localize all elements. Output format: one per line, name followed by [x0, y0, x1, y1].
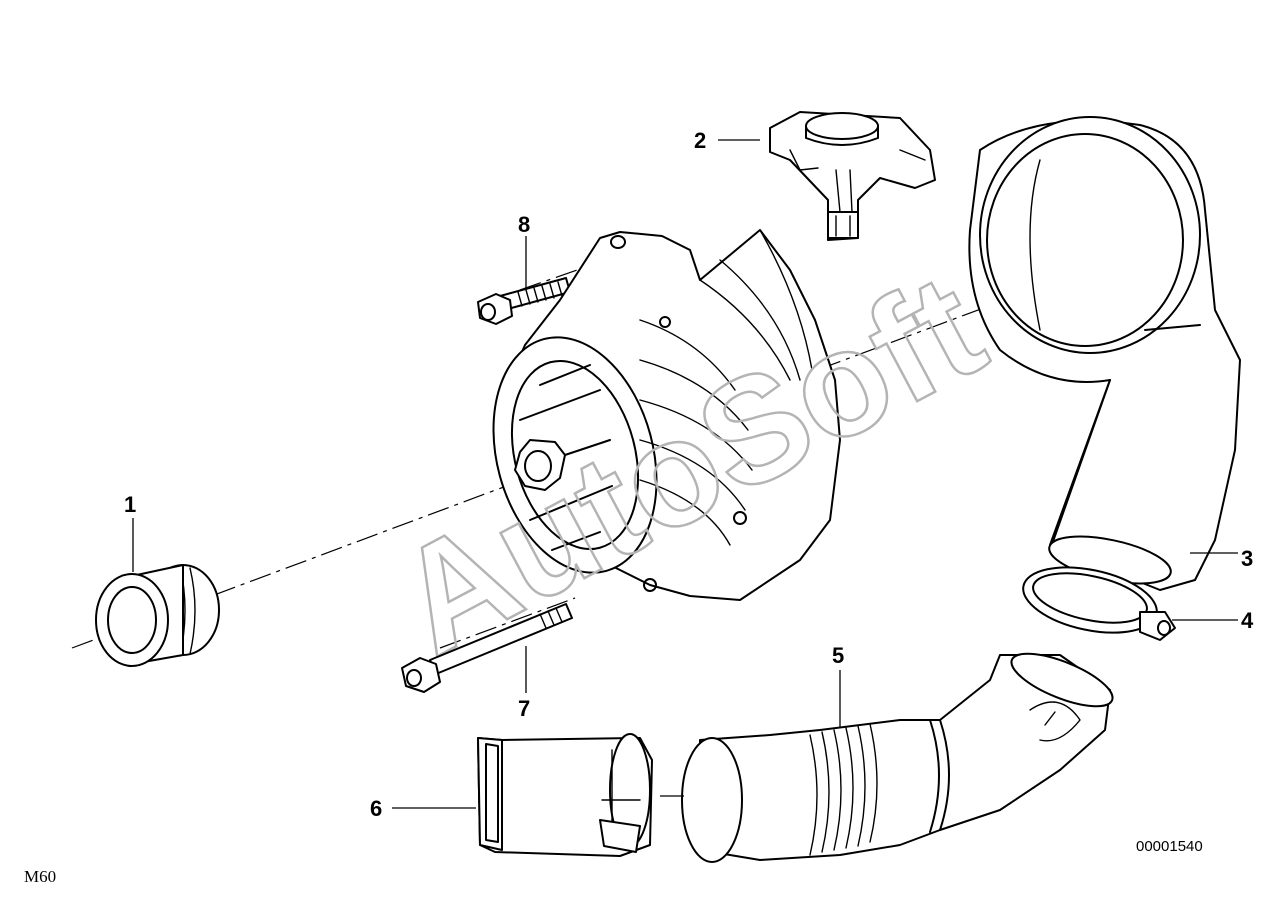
pulley — [95, 564, 220, 667]
callout-6: 6 — [370, 796, 382, 821]
intake-funnel — [968, 116, 1241, 591]
model-label: M60 — [24, 867, 56, 886]
alternator — [492, 229, 841, 601]
diagram-code: 00001540 — [1136, 838, 1203, 855]
callout-2: 2 — [694, 128, 706, 153]
callout-4: 4 — [1241, 608, 1254, 633]
callout-1: 1 — [124, 492, 136, 517]
callout-7: 7 — [518, 696, 530, 721]
leader-lines — [132, 139, 1238, 809]
duct-adaptor — [477, 733, 653, 857]
callout-labels: 1 2 3 4 5 6 7 8 — [124, 128, 1254, 821]
hose-clamp — [1022, 566, 1176, 641]
callout-8: 8 — [518, 212, 530, 237]
long-bolt — [401, 603, 573, 693]
callout-5: 5 — [832, 643, 844, 668]
voltage-regulator — [769, 111, 936, 241]
intake-duct — [681, 652, 1114, 863]
callout-3: 3 — [1241, 546, 1253, 571]
